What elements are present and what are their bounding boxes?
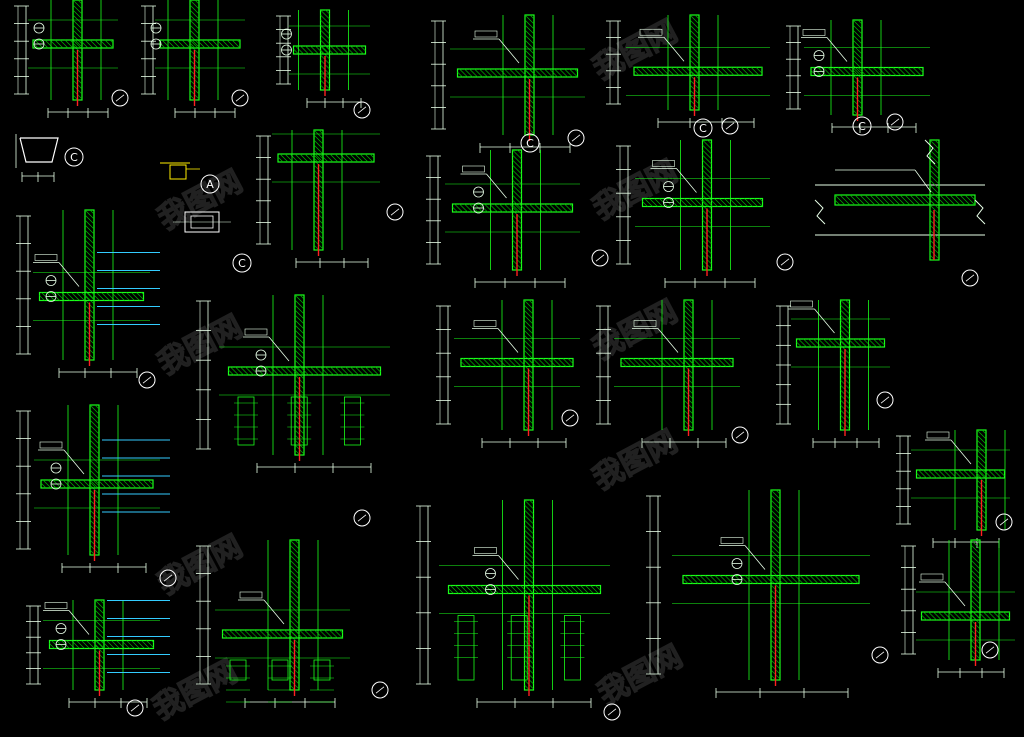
callout-letter-text: A xyxy=(206,178,214,191)
callout-letter-text: C xyxy=(858,120,866,133)
detail-index-circle xyxy=(371,681,389,699)
callout-letter: C xyxy=(852,116,872,136)
wall-section-detail xyxy=(616,139,770,288)
callout-layer: C A C C C C xyxy=(64,89,1013,721)
detail-index-circle xyxy=(353,509,371,527)
callout-letter-text: C xyxy=(699,122,707,135)
detail-index-circle xyxy=(561,409,579,427)
detail-index-circle xyxy=(961,269,979,287)
watermark-text: 我图网 xyxy=(587,154,683,227)
watermark-text: 我图网 xyxy=(592,639,688,712)
watermark-text: 我图网 xyxy=(147,654,243,727)
callout-letter: C xyxy=(64,147,84,167)
detail-index-circle xyxy=(886,113,904,131)
detail-index-circle xyxy=(231,89,249,107)
detail-index-circle xyxy=(731,426,749,444)
wall-section-detail xyxy=(196,539,350,708)
wall-section-detail xyxy=(606,14,770,128)
wall-section-detail xyxy=(141,0,245,118)
wall-section-detail xyxy=(416,499,610,708)
wall-section-detail xyxy=(196,294,390,473)
detail-index-circle xyxy=(126,699,144,717)
detail-index-circle xyxy=(981,641,999,659)
wall-section-detail xyxy=(256,129,380,268)
detail-index-circle xyxy=(138,371,156,389)
wall-section-detail xyxy=(896,429,1010,548)
watermark-text: 我图网 xyxy=(587,14,683,87)
detail-index-circle xyxy=(995,513,1013,531)
gutter-profile-detail xyxy=(15,134,59,182)
detail-index-circle xyxy=(603,703,621,721)
wall-section-detail xyxy=(426,149,580,288)
wall-section-detail xyxy=(901,539,1015,678)
embed-plan-detail xyxy=(173,211,231,233)
detail-index-circle xyxy=(386,203,404,221)
wall-section-detail xyxy=(786,19,930,133)
callout-letter: C xyxy=(520,133,540,153)
callout-letter-text: C xyxy=(526,137,534,150)
detail-index-circle xyxy=(111,89,129,107)
wall-section-detail xyxy=(436,299,580,448)
wall-section-detail xyxy=(596,299,740,448)
anchor-plate-detail xyxy=(160,162,200,180)
callout-letter-text: C xyxy=(238,257,246,270)
detail-index-circle xyxy=(876,391,894,409)
detail-index-circle xyxy=(591,249,609,267)
watermark-text: 我图网 xyxy=(152,164,248,237)
detail-index-circle xyxy=(776,253,794,271)
callout-letter: C xyxy=(693,118,713,138)
slab-break-detail xyxy=(814,139,986,261)
wall-section-detail xyxy=(431,14,585,153)
callout-letter: A xyxy=(200,174,220,194)
wall-section-detail xyxy=(26,599,170,708)
wall-section-detail xyxy=(16,404,170,573)
wall-section-detail xyxy=(16,209,160,378)
section-details-layer xyxy=(14,0,1015,708)
detail-index-circle xyxy=(871,646,889,664)
detail-index-circle xyxy=(353,101,371,119)
wall-section-detail xyxy=(776,299,890,448)
detail-index-circle xyxy=(567,129,585,147)
wall-section-detail xyxy=(646,489,870,698)
wall-section-detail xyxy=(14,0,118,118)
callout-letter-text: C xyxy=(70,151,78,164)
detail-index-circle xyxy=(159,569,177,587)
watermark-text: 我图网 xyxy=(587,424,683,497)
callout-letter: C xyxy=(232,253,252,273)
detail-index-circle xyxy=(721,117,739,135)
watermark-text: 我图网 xyxy=(587,294,683,367)
wall-section-detail xyxy=(276,9,370,108)
